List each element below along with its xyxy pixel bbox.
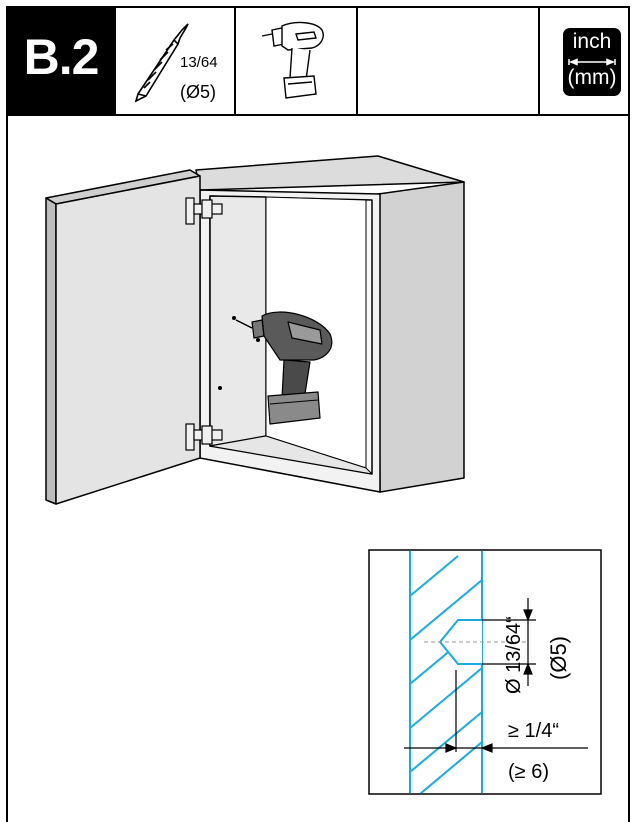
hinge-bottom	[185, 423, 223, 451]
bit-size-mm: (Ø5)	[180, 82, 216, 102]
dimension-lines	[404, 598, 588, 753]
cabinet	[195, 155, 465, 493]
instruction-header: B.2 13/64 (Ø5)	[6, 6, 630, 116]
page-frame	[6, 6, 630, 822]
cordless-drill-icon	[261, 21, 324, 99]
hole-detail-view: Ø 13/64“ (Ø5) ≥ 1/4“ (≥ 6)	[368, 549, 602, 795]
cabinet-door	[45, 169, 201, 505]
empty-cell	[358, 6, 540, 114]
hinge-top	[185, 197, 223, 225]
drill-bit-cell: 13/64 (Ø5)	[116, 6, 236, 114]
hole-diameter-inch: Ø 13/64“	[503, 616, 525, 694]
bit-size-inch: 13/64	[180, 54, 218, 71]
tool-cell	[236, 6, 358, 114]
drill-in-cabinet	[235, 311, 333, 425]
step-cell: B.2	[6, 6, 116, 114]
step-label: B.2	[23, 29, 100, 85]
unit-cell: inch (mm)	[540, 6, 628, 114]
unit-inch: inch	[572, 30, 612, 53]
unit-badge: inch (mm)	[563, 28, 621, 96]
drill-holes	[218, 316, 260, 390]
drill-bit-icon	[134, 23, 189, 103]
unit-mm: (mm)	[567, 66, 617, 89]
unit-arrow-icon	[568, 58, 616, 66]
panel-hatching	[409, 551, 483, 793]
min-distance-mm: (≥ 6)	[508, 761, 549, 783]
hole-diameter-mm: (Ø5)	[546, 636, 571, 680]
min-distance-inch: ≥ 1/4“	[508, 720, 559, 742]
